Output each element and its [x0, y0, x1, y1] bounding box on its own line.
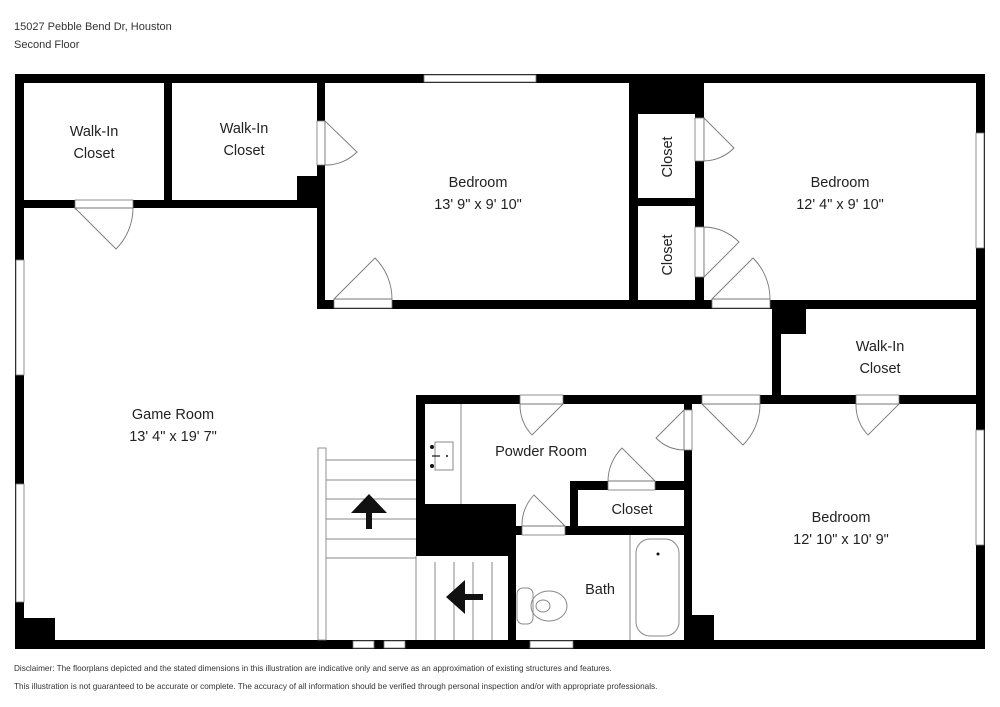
door-closet-upper[interactable]: [694, 116, 735, 162]
door-walk-in-closet-2[interactable]: [316, 119, 358, 166]
label-powder-room: Powder Room: [495, 444, 587, 460]
label-walk-in-closet-2-line2: Closet: [223, 143, 264, 159]
window-stair-2: [383, 640, 406, 649]
label-bedroom-2-dimensions: 12' 4" x 9' 10": [796, 197, 884, 213]
label-walk-in-closet-2-line1: Walk-In: [220, 121, 269, 137]
door-bath[interactable]: [521, 494, 567, 536]
toilet-icon: [516, 587, 568, 625]
room-labels: Walk-In Closet Walk-In Closet Bedroom 13…: [70, 121, 905, 598]
disclaimer-line-1: Disclaimer: The floorplans depicted and …: [14, 664, 612, 673]
door-bedroom-1[interactable]: [332, 257, 393, 309]
window-bedroom-2: [975, 132, 985, 249]
label-walk-in-closet-1-line2: Closet: [73, 146, 114, 162]
label-bedroom-1: Bedroom: [449, 175, 508, 191]
label-walk-in-closet-3-line1: Walk-In: [856, 339, 905, 355]
label-bedroom-3-dimensions: 12' 10" x 10' 9": [793, 532, 889, 548]
window-game-room-upper: [15, 259, 25, 376]
door-powder-room[interactable]: [519, 394, 565, 436]
window-bath: [529, 640, 574, 649]
door-powder-side[interactable]: [655, 408, 693, 451]
window-bedroom-3: [975, 429, 985, 546]
arrow-left-icon: [446, 580, 483, 614]
label-closet-powder: Closet: [611, 502, 652, 518]
label-bedroom-1-dimensions: 13' 9" x 9' 10": [434, 197, 522, 213]
label-game-room: Game Room: [132, 407, 214, 423]
door-closet-powder[interactable]: [607, 447, 657, 491]
door-closet-lower[interactable]: [694, 226, 740, 279]
doors: [73, 116, 901, 536]
bathtub-icon: [629, 535, 680, 640]
door-bedroom-3[interactable]: [700, 394, 761, 446]
window-bedroom-1: [423, 74, 537, 83]
floor-label: Second Floor: [14, 39, 80, 51]
outer-walls: [15, 74, 985, 649]
arrow-up-icon: [351, 494, 387, 529]
property-address: 15027 Pebble Bend Dr, Houston: [14, 21, 172, 33]
label-closet-lower: Closet: [660, 234, 676, 275]
label-bedroom-3: Bedroom: [812, 510, 871, 526]
label-closet-upper: Closet: [660, 136, 676, 177]
windows: [15, 74, 985, 649]
label-bath: Bath: [585, 582, 615, 598]
sink-icon: [430, 404, 462, 504]
stair-railing: [317, 447, 327, 641]
disclaimer-line-2: This illustration is not guaranteed to b…: [14, 682, 658, 691]
door-bedroom-2[interactable]: [710, 257, 771, 309]
label-bedroom-2: Bedroom: [811, 175, 870, 191]
window-stair-1: [352, 640, 375, 649]
interior-walls: [15, 74, 985, 649]
label-walk-in-closet-3-line2: Closet: [859, 361, 900, 377]
label-walk-in-closet-1-line1: Walk-In: [70, 124, 119, 140]
stairs: [317, 447, 493, 641]
label-game-room-dimensions: 13' 4" x 19' 7": [129, 429, 217, 445]
door-walk-in-closet-3[interactable]: [855, 394, 901, 436]
door-walk-in-closet-1[interactable]: [73, 199, 134, 250]
window-game-room-lower: [15, 483, 25, 603]
